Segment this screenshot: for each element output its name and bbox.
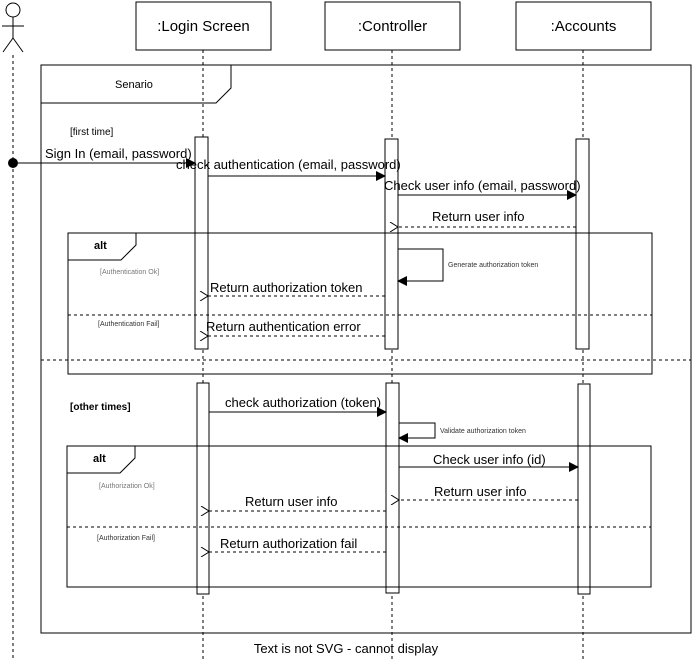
alt-fragment-authorization: alt [Authorization Ok] [Authorization Fa… [66, 445, 652, 588]
message-check-authentication: check authentication (email, password) [176, 157, 401, 181]
activation-controller-1 [384, 138, 399, 350]
alt-guard-ok: [Authentication Ok] [100, 269, 159, 276]
message-label: Generate authorization token [448, 262, 538, 269]
activation-controller-2 [385, 382, 400, 594]
actor-icon [2, 2, 24, 53]
scenario-frame: Senario [40, 64, 692, 634]
participant-label: :Login Screen [157, 18, 250, 35]
message-return-user-info: Return user info [398, 209, 576, 227]
message-return-error: Return authentication error [206, 319, 385, 336]
activation-accounts-2 [577, 383, 591, 595]
alt-guard-fail: [Authentication Fail] [98, 321, 160, 328]
message-return-authorization-fail: Return authorization fail [209, 536, 386, 552]
message-label: Sign In (email, password) [45, 146, 192, 161]
participant-label: :Accounts [551, 18, 617, 35]
activation-login-2 [196, 382, 210, 595]
participant-login-screen: :Login Screen [135, 1, 272, 51]
alt-keyword: alt [93, 453, 106, 465]
participant-accounts: :Accounts [515, 1, 652, 51]
frame-title: Senario [115, 79, 153, 91]
message-return-token: Return authorization token [208, 280, 385, 296]
message-label: Return authentication error [206, 319, 361, 334]
participant-label: :Controller [358, 18, 427, 35]
message-label: Return authorization token [210, 280, 362, 295]
guard-first-time: [first time] [70, 127, 114, 138]
message-return-user-info-accounts: Return user info [399, 484, 578, 500]
alt-guard-ok: [Authorization Ok] [99, 483, 155, 490]
message-return-user-info-controller: Return user info [209, 494, 386, 511]
self-message-validate-token: Validate authorization token [398, 422, 526, 443]
message-label: Check user info (email, password) [384, 178, 581, 193]
message-check-user-info-id: Check user info (id) [399, 452, 579, 472]
message-check-user-info: Check user info (email, password) [384, 178, 581, 200]
message-label: Validate authorization token [440, 428, 526, 435]
activation-accounts-1 [575, 138, 590, 350]
footer-note: Text is not SVG - cannot display [254, 641, 439, 656]
alt-fragment-authentication: alt [Authentication Ok] [Authentication … [67, 232, 653, 375]
message-label: Return user info [432, 209, 525, 224]
guard-other-times: [other times] [70, 402, 131, 413]
message-label: Return user info [245, 494, 338, 509]
alt-keyword: alt [94, 240, 107, 252]
self-message-generate-token: Generate authorization token [397, 248, 538, 286]
message-label: Return user info [434, 484, 527, 499]
participant-controller: :Controller [324, 1, 461, 51]
message-label: check authentication (email, password) [176, 157, 401, 172]
alt-guard-fail: [Authorization Fail] [97, 535, 155, 542]
message-label: Return authorization fail [220, 536, 357, 551]
message-sign-in: Sign In (email, password) [8, 146, 196, 168]
message-label: check authorization (token) [225, 395, 381, 410]
message-check-authorization: check authorization (token) [209, 395, 387, 417]
message-label: Check user info (id) [433, 452, 546, 467]
